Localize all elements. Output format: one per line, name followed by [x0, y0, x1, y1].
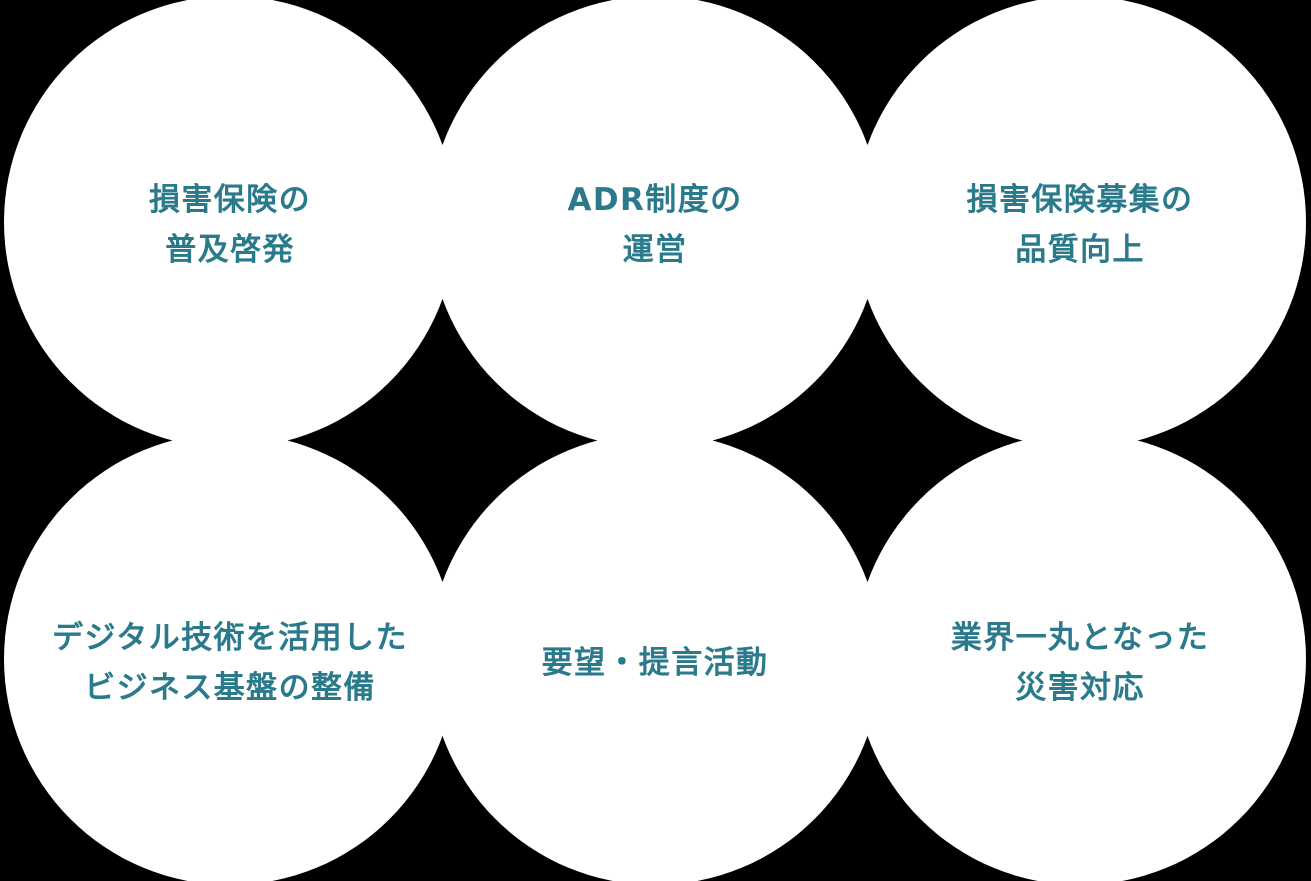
item-fukyu-keihatsu[interactable]: 損害保険の 普及啓発 [4, 150, 456, 300]
item-adr-unei[interactable]: ADR制度の 運営 [429, 150, 881, 300]
item-label-yobo-teigen: 要望・提言活動 [541, 644, 769, 681]
circle-bottom-left[interactable] [4, 433, 456, 881]
circle-top-left[interactable] [4, 0, 456, 448]
circle-top-right[interactable] [854, 0, 1306, 448]
item-saigai-taio[interactable]: 業界一丸となった 災害対応 [854, 588, 1306, 738]
item-label-boshu-hinshitsu: 損害保険募集の 品質向上 [966, 181, 1194, 268]
item-boshu-hinshitsu[interactable]: 損害保険募集の 品質向上 [854, 150, 1306, 300]
item-digital-kiban[interactable]: デジタル技術を活用した ビジネス基盤の整備 [4, 588, 456, 738]
circle-bottom-center[interactable] [429, 433, 881, 881]
item-label-digital-kiban: デジタル技術を活用した ビジネス基盤の整備 [52, 619, 408, 706]
item-label-adr-unei: ADR制度の 運営 [567, 181, 743, 268]
item-yobo-teigen[interactable]: 要望・提言活動 [429, 588, 881, 738]
item-label-saigai-taio: 業界一丸となった 災害対応 [950, 619, 1210, 706]
circle-bottom-right[interactable] [854, 433, 1306, 881]
circle-top-center[interactable] [429, 0, 881, 448]
item-label-fukyu-keihatsu: 損害保険の 普及啓発 [149, 181, 311, 268]
